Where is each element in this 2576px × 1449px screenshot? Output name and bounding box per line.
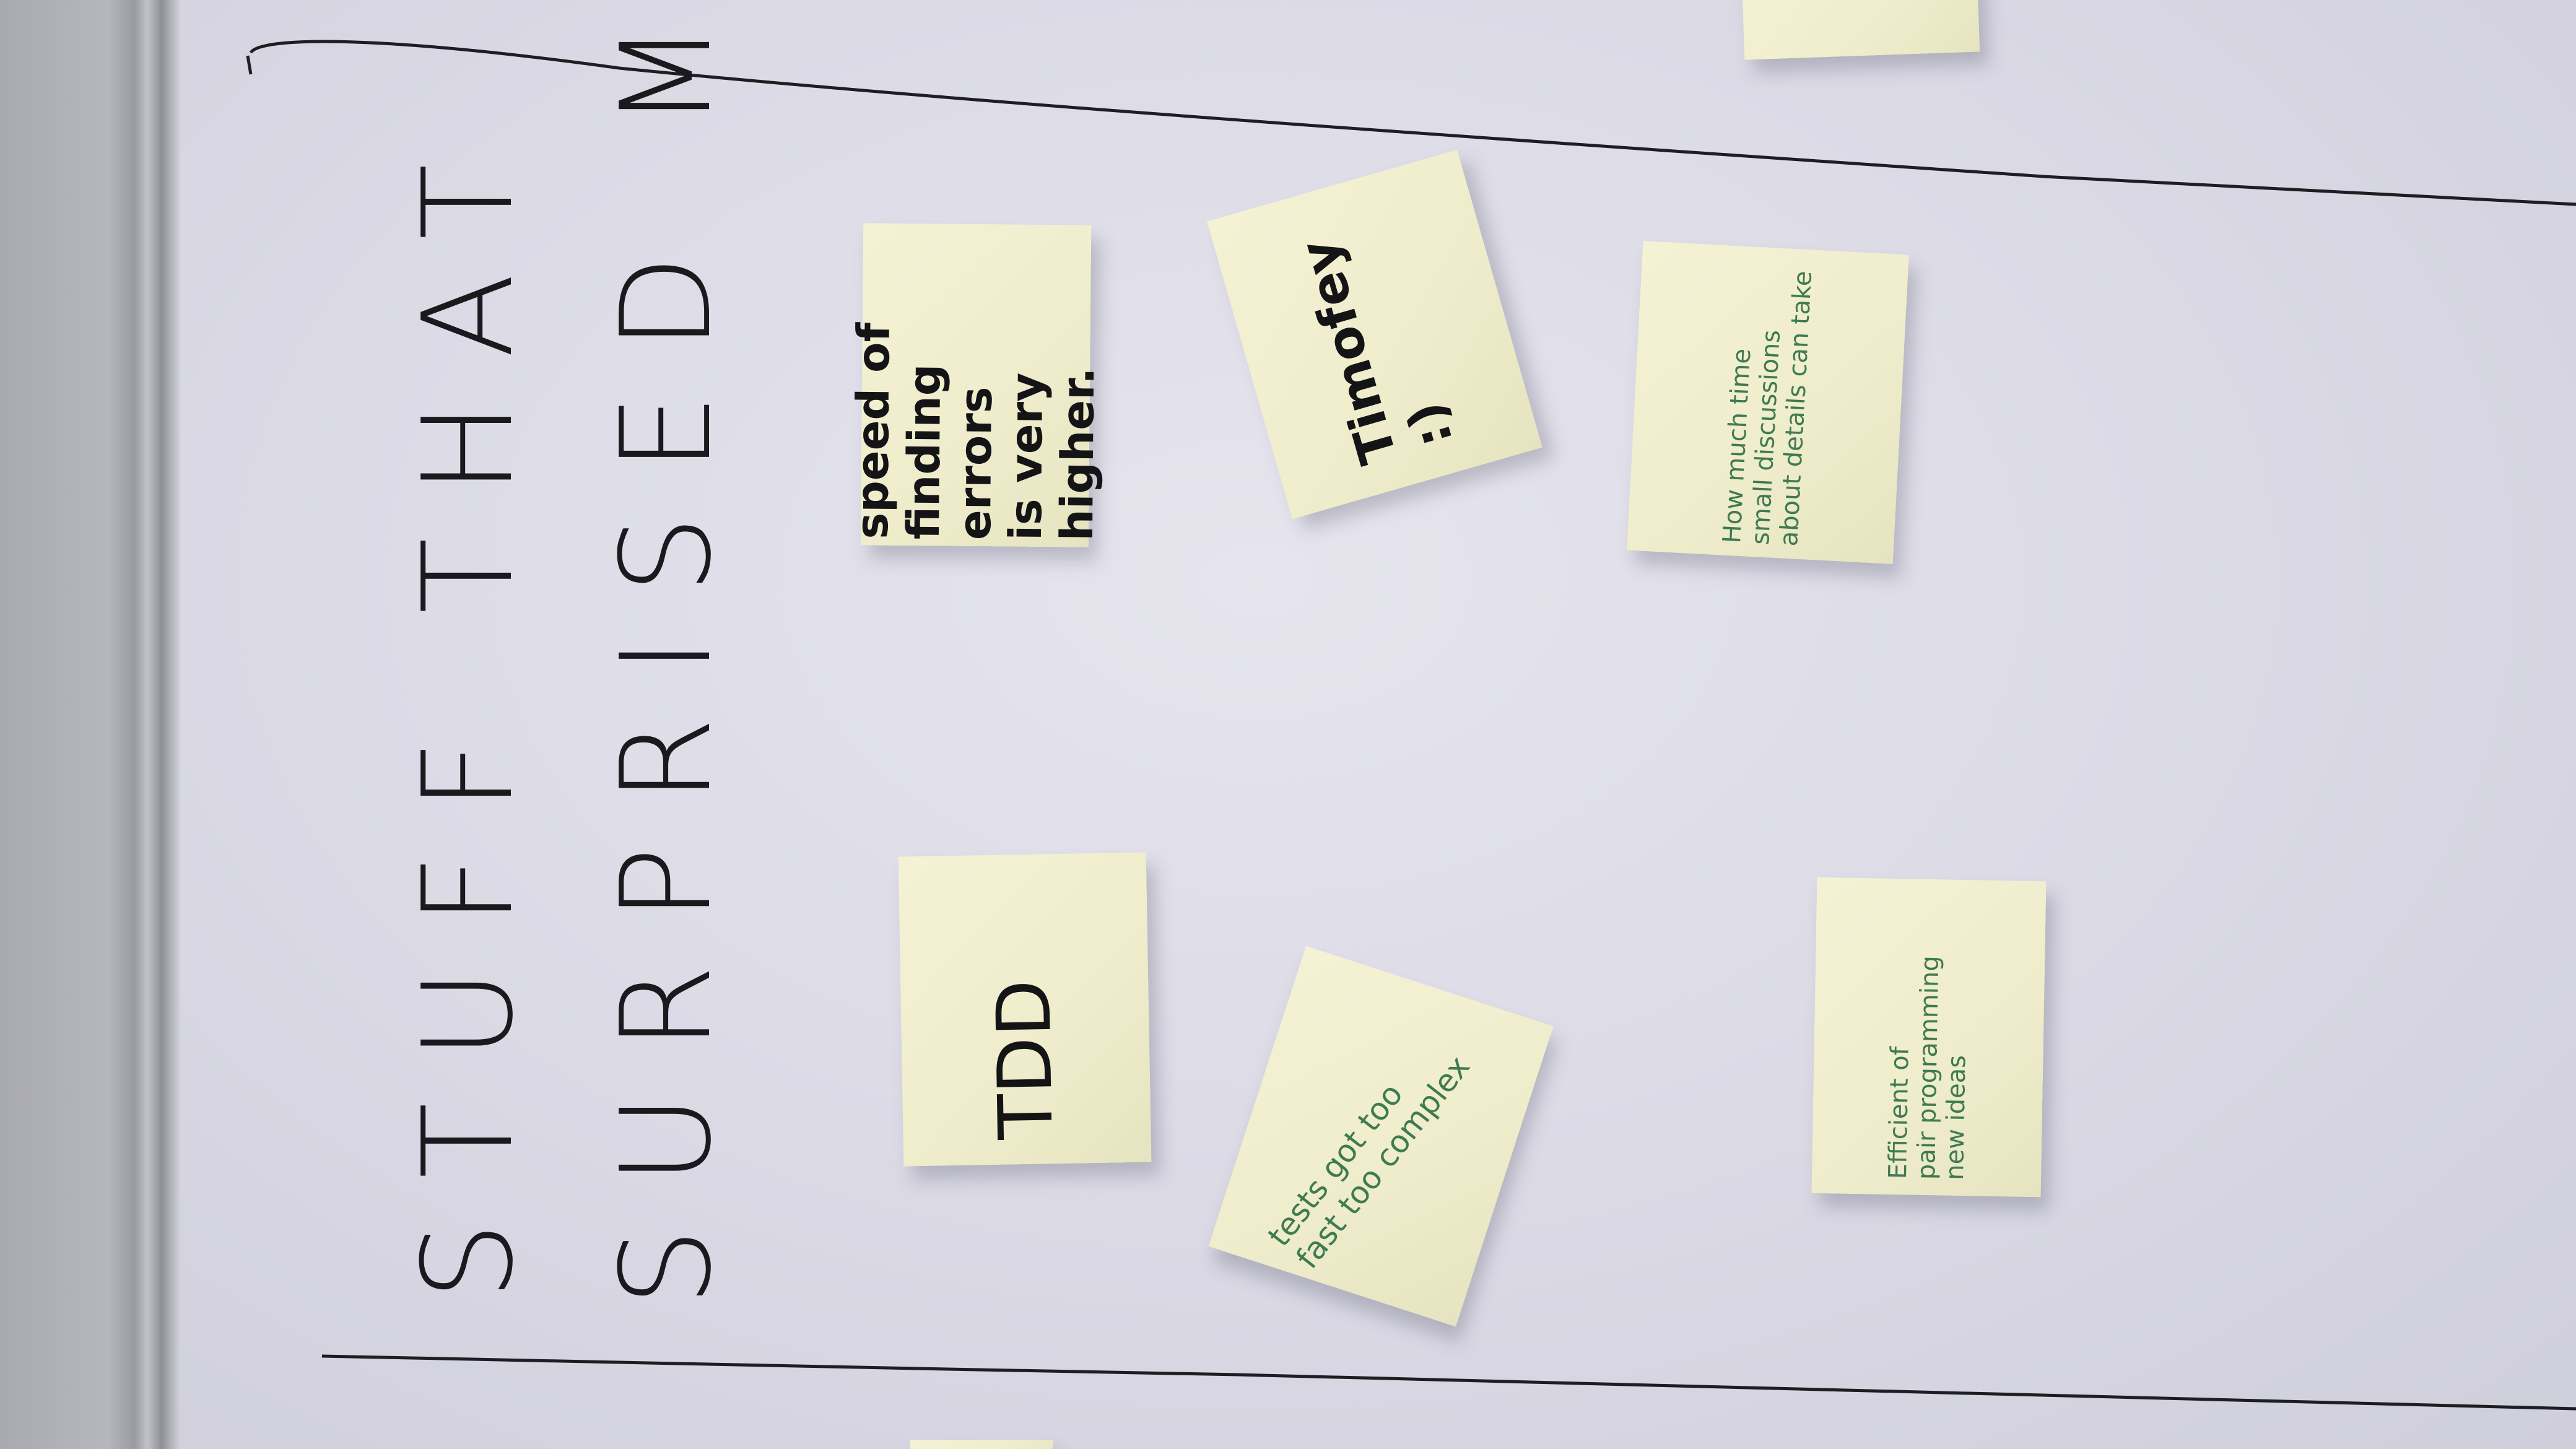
note-text: tests got too fast too complex [1261, 1048, 1477, 1276]
heading-line-1: STUFF THAT [396, 120, 541, 1300]
sticky-note-speed-of-finding-errors: speed of finding errors is very higher. [846, 223, 1104, 547]
note-text: How much time small discussions about de… [1718, 270, 1818, 547]
whiteboard-frame [0, 0, 180, 1449]
note-text: Efficient of pair programming new ideas [1883, 955, 1972, 1181]
note-text: speed of finding errors is very higher. [845, 322, 1105, 541]
sticky-note-tdd: TDD [898, 852, 1152, 1167]
note-text: TDD [981, 978, 1070, 1141]
top-marker-line [249, 40, 2576, 206]
sticky-note-partial-bottom [910, 1440, 1053, 1449]
heading-line-2: SURPRISED ME [594, 0, 739, 1307]
note-text: Timofey :) [1289, 233, 1465, 470]
sticky-note-small-discussions: How much time small discussions about de… [1627, 241, 1909, 564]
sticky-note-partial-top-right [1741, 0, 1980, 60]
sticky-note-pair-programming: Efficient of pair programming new ideas [1811, 877, 2047, 1198]
bottom-marker-line [321, 1354, 2576, 1411]
top-marker-tick [246, 55, 253, 75]
